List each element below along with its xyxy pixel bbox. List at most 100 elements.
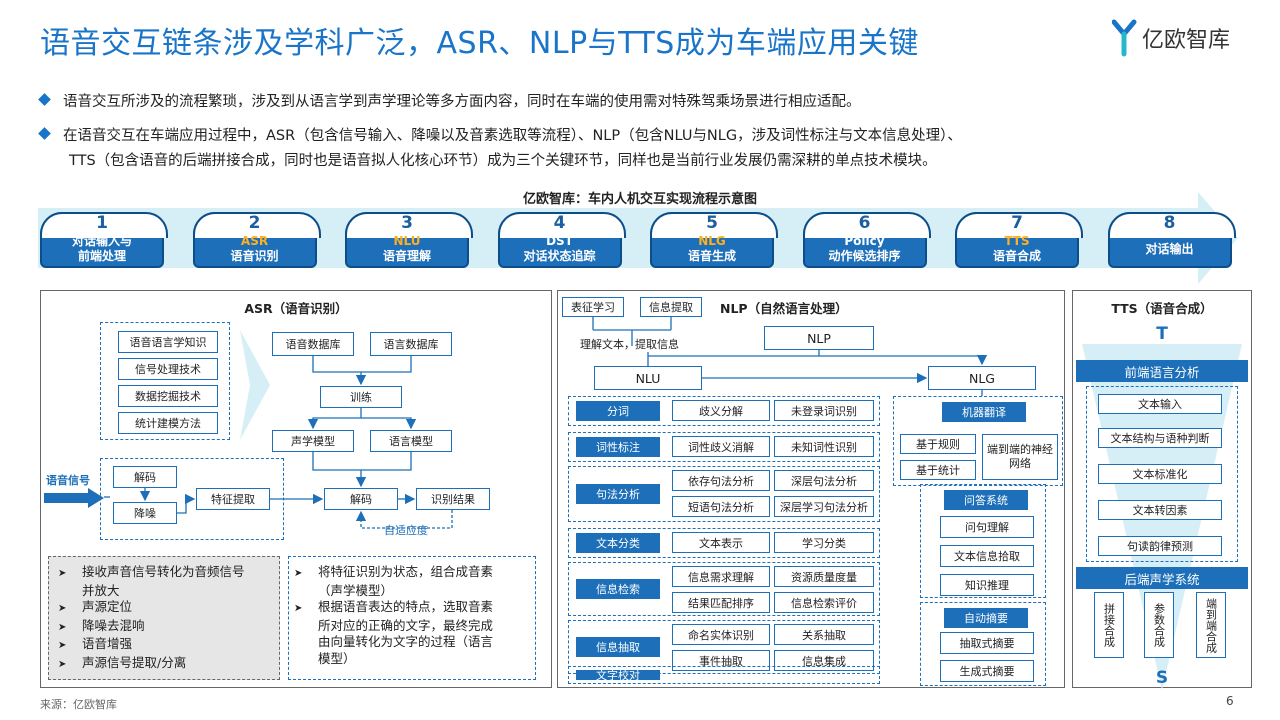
knowledge-item: 语音语言学知识 [118,331,218,353]
chevron-arrow-icon [240,330,270,440]
step-label: 对话输出 [1145,242,1194,256]
understand-text: 理解文本，提取信息 [580,338,679,351]
decode-box-2: 解码 [324,488,398,510]
qa-group [920,484,1046,598]
summary-item: 生成式摘要 [940,660,1034,682]
nlg-box: NLG [928,366,1036,390]
step-label: DST [546,234,573,248]
step-pill [497,212,626,268]
nlu-task-head: 信息检索 [576,579,660,599]
nlu-task-group [568,466,880,522]
bullet-text: 语音交互所涉及的流程繁琐，涉及到从语言学到声学理论等多方面内容，同时在车端的使用… [63,94,861,110]
adaptive-label: 自适应度 [384,524,428,537]
nlu-box: NLU [594,366,702,390]
mt-group [893,396,1063,486]
language-model-box: 语言模型 [370,430,452,452]
asr-right-note [288,556,536,680]
bullet-text: 在语音交互在车端应用过程中，ASR（包含信号输入、降噪以及音素选取等流程）、NL… [63,128,962,144]
nlu-task-item: 信息需求理解 [672,566,770,587]
step-pill [802,212,931,268]
bullet-1: 语音交互所涉及的流程繁琐，涉及到从语言学到声学理论等多方面内容，同时在车端的使用… [38,90,861,115]
nlu-task-head: 词性标注 [576,437,660,457]
step-sublabel: 对话状态追踪 [523,249,596,263]
source-note: 来源：亿欧智库 [40,698,117,711]
qa-item: 文本信息拾取 [940,545,1034,567]
step-number: 5 [706,213,718,233]
back-system-head: 后端声学系统 [1076,567,1248,589]
input-arrow-icon [44,488,104,508]
step-pill [192,212,321,268]
rule-based-box: 基于规则 [900,434,976,454]
step-label: NLU [393,234,421,248]
nlu-task-group [568,432,880,462]
asr-left-note [48,556,280,680]
summary-group [920,602,1046,686]
nlu-task-item: 未登录词识别 [774,400,874,421]
front-item: 文本转因素 [1098,500,1222,520]
page-number: 6 [1226,694,1234,708]
nlu-task-head: 句法分析 [576,484,660,504]
mt-head: 机器翻译 [942,402,1026,422]
logo-text: 亿欧智库 [1142,28,1231,53]
nlu-task-item: 命名实体识别 [672,624,770,645]
step-sublabel: 语音生成 [687,249,736,263]
step-8: 8 对话输出 [1107,212,1236,268]
step-sublabel: 语音理解 [382,249,431,263]
nlu-task-item: 事件抽取 [672,650,770,671]
step-number: 1 [96,213,108,233]
step-pill [650,212,778,268]
nlu-task-item: 歧义分解 [672,400,770,421]
front-group [1086,386,1238,562]
nlu-task-item: 资源质量度量 [774,566,874,587]
training-box: 训练 [320,386,402,408]
nlu-task-head: 分词 [576,401,660,421]
knowledge-item: 信号处理技术 [118,358,218,380]
nlu-task-item: 关系抽取 [774,624,874,645]
page-title: 语音交互链条涉及学科广泛，ASR、NLP与TTS成为车端应用关键 [40,26,919,61]
nlu-task-group [568,562,880,616]
step-number: 7 [1011,213,1023,233]
front-item: 文本输入 [1098,394,1222,414]
qa-item: 问句理解 [940,516,1034,538]
step-number: 3 [401,213,413,233]
flow-band-arrow [38,192,1238,284]
recognition-result-box: 识别结果 [416,488,490,510]
front-analysis-head: 前端语言分析 [1076,360,1248,382]
nlu-task-head: 文本分类 [576,533,660,553]
step-number: 8 [1163,213,1176,233]
tts-t-label: T [1156,324,1168,344]
nlu-task-head: 文字校对 [576,669,660,682]
step-pill [1107,212,1236,268]
step-number: 4 [553,213,566,233]
speech-db-box: 语音数据库 [272,332,354,356]
representation-tag: 表征学习 [562,297,624,317]
nlu-task-item: 词性歧义消解 [672,436,770,457]
qa-head: 问答系统 [944,490,1028,510]
knowledge-item: 数据挖掘技术 [118,385,218,407]
summary-item: 抽取式摘要 [940,632,1034,654]
step-label: NLG [698,234,726,248]
step-pill [955,212,1083,268]
nlu-task-item: 学习分类 [774,532,874,553]
denoise-box: 降噪 [113,502,177,524]
front-item: 文本标准化 [1098,464,1222,484]
step-number: 2 [248,213,261,233]
step-number: 6 [858,213,871,233]
nlu-task-item: 深层学习句法分析 [774,496,874,517]
step-pill [345,212,473,268]
step-sublabel: 动作候选排序 [828,249,901,263]
step-sublabel: 语音识别 [230,249,279,263]
front-item: 句读韵律预测 [1098,536,1222,556]
nlu-task-item: 依存句法分析 [672,470,770,491]
nlu-task-item: 文本表示 [672,532,770,553]
qa-item: 知识推理 [940,574,1034,596]
nlu-task-group [568,666,880,684]
step-sublabel: 前端处理 [77,249,126,263]
